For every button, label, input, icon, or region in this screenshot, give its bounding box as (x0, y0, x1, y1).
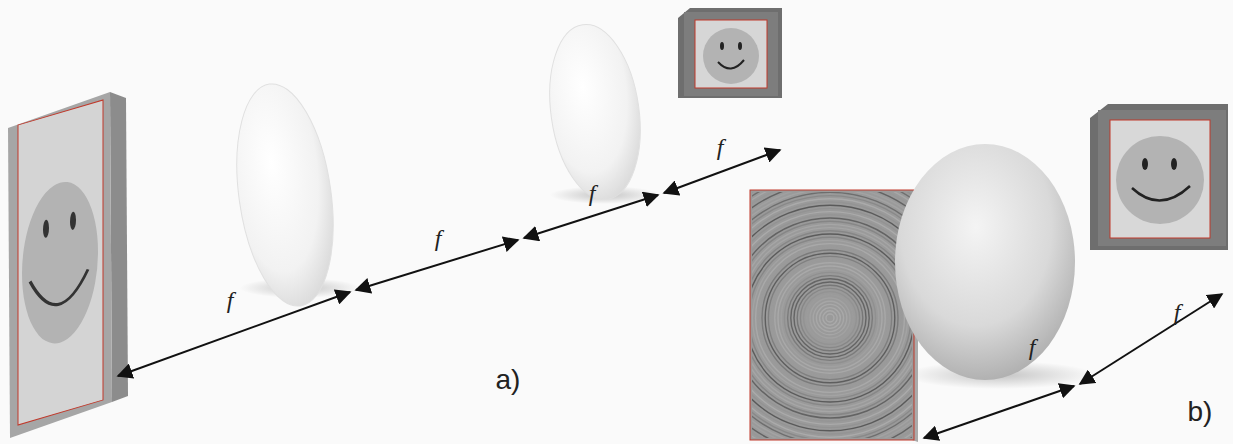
focal-length-label: f (589, 181, 596, 205)
fringe (752, 240, 907, 395)
fringe (804, 292, 857, 345)
focal-length-label: f (1029, 335, 1036, 359)
fringe (752, 202, 912, 434)
fringe (752, 196, 912, 438)
fringe (797, 285, 863, 351)
fringe (752, 192, 912, 438)
dimension-line (924, 294, 1222, 438)
fringe (800, 288, 859, 347)
fringe (772, 260, 889, 377)
fringe (752, 192, 912, 438)
fringe (752, 192, 912, 438)
fringe (759, 247, 901, 389)
image-screen (1090, 104, 1228, 250)
fringe (778, 266, 882, 370)
fringe (752, 192, 912, 438)
fringe (765, 253, 895, 383)
fringe (752, 192, 912, 438)
fringe (752, 192, 912, 438)
fringe (752, 192, 912, 438)
lens (539, 19, 651, 206)
fringe (752, 192, 912, 438)
fringe (752, 224, 912, 411)
fringe (752, 192, 912, 438)
fringe (752, 205, 912, 431)
fringe (775, 263, 885, 373)
object-plate (8, 92, 128, 438)
fringe (752, 192, 912, 438)
fringe (752, 228, 912, 409)
fringe (752, 192, 912, 438)
fringe (788, 276, 873, 361)
fringe (794, 282, 866, 354)
focal-length-label: f (227, 288, 234, 312)
fringe (810, 298, 850, 338)
fringe (752, 221, 912, 415)
fringe (813, 301, 847, 335)
focal-length-label: f (717, 135, 724, 159)
fringe (762, 250, 898, 386)
fringe (784, 272, 875, 363)
fringe (752, 218, 912, 418)
fringe (752, 237, 911, 399)
fringe (752, 192, 912, 438)
focal-length-label: f (1174, 300, 1181, 324)
fringe (752, 212, 912, 425)
fringe (752, 192, 912, 438)
fringe (756, 244, 905, 393)
fringe (752, 192, 912, 438)
fringe (752, 231, 912, 405)
fringe (752, 234, 912, 402)
fringe (752, 208, 912, 427)
lens (895, 144, 1075, 380)
fringe (752, 192, 912, 438)
image-screen (678, 8, 782, 98)
panel-label: a) (496, 366, 521, 394)
fringe (823, 311, 837, 325)
dimension-line (118, 150, 780, 376)
panel-label: b) (1188, 398, 1213, 426)
fringe (752, 215, 912, 421)
lens (224, 78, 346, 313)
fringe (752, 192, 912, 438)
fringe (807, 295, 853, 341)
fringe (816, 304, 843, 331)
fringe (752, 192, 912, 438)
fringe (826, 314, 834, 322)
fringe (752, 199, 912, 437)
fringe (820, 308, 841, 329)
fringe (752, 192, 912, 438)
focal-length-label: f (435, 226, 442, 250)
fringe (752, 192, 912, 438)
fringe (791, 279, 869, 357)
fringe (781, 269, 879, 367)
fringe (768, 256, 891, 379)
fringe (752, 192, 912, 438)
fringe (752, 192, 912, 438)
